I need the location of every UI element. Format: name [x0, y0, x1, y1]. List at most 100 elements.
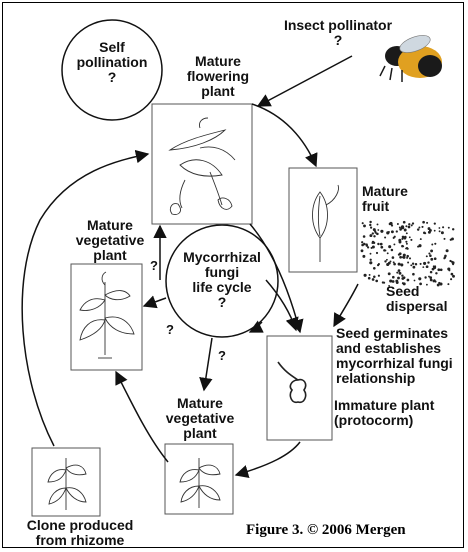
- seed-dot: [440, 268, 443, 271]
- seed-dot: [399, 228, 402, 231]
- seed-dot: [452, 263, 454, 265]
- seed-dot: [415, 263, 417, 265]
- seed-dot: [406, 232, 408, 234]
- seed-dot: [408, 223, 410, 225]
- seed-dot: [384, 249, 386, 251]
- seed-dot: [373, 276, 376, 279]
- seed-dot: [422, 221, 425, 224]
- seed-dot: [430, 279, 433, 282]
- arrow-myco-cycle: [250, 322, 262, 332]
- seed-dot: [438, 227, 440, 229]
- seed-dot: [450, 278, 452, 280]
- seed-dot: [369, 224, 371, 226]
- seed-dot: [386, 259, 388, 261]
- seed-dot: [388, 272, 391, 275]
- arrow-myco-to-bottom: [204, 338, 212, 390]
- seed-dot: [448, 269, 450, 271]
- seed-dot: [432, 268, 435, 271]
- seed-dot: [409, 236, 411, 238]
- seed-dot: [407, 279, 410, 282]
- seed-dot: [373, 228, 376, 231]
- seed-dot: [414, 280, 416, 282]
- seed-dot: [361, 249, 364, 252]
- seed-dot: [402, 256, 404, 258]
- protocorm-box: [267, 336, 332, 440]
- seed-dot: [384, 260, 386, 262]
- seed-dot: [420, 263, 422, 265]
- seed-dot: [377, 229, 379, 231]
- question-mark: ?: [150, 258, 158, 273]
- seed-dispersal-label: Seeddispersal: [386, 284, 447, 314]
- seed-dot: [362, 222, 364, 224]
- seed-dot: [424, 276, 426, 278]
- seed-dot: [429, 276, 432, 279]
- seed-dot: [391, 230, 394, 233]
- seed-dot: [406, 255, 409, 258]
- seed-dot: [403, 276, 405, 278]
- seed-dot: [422, 266, 424, 268]
- seed-dot: [384, 236, 386, 238]
- seed-dot: [404, 229, 407, 232]
- seed-dots: [361, 221, 455, 287]
- seed-dot: [408, 226, 411, 229]
- seed-dot: [420, 238, 422, 240]
- seed-dot: [412, 273, 415, 276]
- clone-label: Clone producedfrom rhizome: [20, 518, 140, 548]
- seed-dot: [441, 231, 444, 234]
- seed-dot: [363, 235, 366, 238]
- seed-dot: [403, 237, 406, 240]
- seed-dot: [387, 252, 389, 254]
- arrow-protocorm-to-vegetative: [236, 442, 300, 475]
- immature-plant-label: Immature plant(protocorm): [334, 398, 434, 428]
- mature-fruit-label: Maturefruit: [362, 184, 408, 214]
- seed-dot: [378, 275, 380, 277]
- seed-dot: [396, 272, 398, 274]
- seed-dot: [398, 253, 400, 255]
- seed-dot: [451, 261, 453, 263]
- seed-dot: [435, 272, 437, 274]
- seed-dot: [430, 258, 433, 261]
- seed-dot: [377, 264, 379, 266]
- seed-dot: [403, 254, 406, 257]
- seed-dot: [397, 277, 400, 280]
- seed-dot: [452, 228, 454, 230]
- seed-dot: [370, 259, 372, 261]
- question-mark: ?: [166, 322, 174, 337]
- seed-dot: [405, 241, 407, 243]
- seed-dot: [442, 226, 444, 228]
- seed-dot: [402, 245, 404, 247]
- seed-dot: [427, 261, 429, 263]
- seed-dot: [430, 249, 433, 252]
- seed-dot: [373, 267, 376, 270]
- seed-dot: [434, 223, 436, 225]
- seed-dot: [421, 226, 423, 228]
- seed-dot: [362, 255, 365, 258]
- seed-dot: [370, 226, 372, 228]
- seed-dot: [403, 221, 406, 224]
- seed-dot: [443, 238, 445, 240]
- seed-dot: [393, 243, 395, 245]
- seed-dot: [428, 227, 431, 230]
- seed-dot: [390, 223, 393, 226]
- seed-dot: [418, 227, 420, 229]
- seed-dot: [426, 255, 428, 257]
- seed-germinates-label: Seed germinatesand establishesmycorrhiza…: [336, 326, 453, 386]
- seed-dot: [410, 239, 412, 241]
- seed-dot: [393, 237, 395, 239]
- seed-dot: [448, 227, 450, 229]
- seed-dot: [368, 277, 371, 280]
- seed-dot: [447, 283, 449, 285]
- seed-dot: [434, 230, 436, 232]
- seed-dot: [393, 263, 396, 266]
- seed-dot: [451, 237, 454, 240]
- seed-dot: [392, 276, 395, 279]
- seed-dot: [428, 231, 431, 234]
- figure-caption: Figure 3. © 2006 Mergen: [246, 522, 406, 539]
- seed-dot: [373, 235, 375, 237]
- insect-pollinator-label: Insect pollinator?: [268, 18, 408, 48]
- seed-dot: [367, 246, 369, 248]
- seed-dot: [426, 222, 428, 224]
- seed-dot: [398, 263, 401, 266]
- seed-dot: [437, 268, 440, 271]
- seed-dot: [396, 230, 398, 232]
